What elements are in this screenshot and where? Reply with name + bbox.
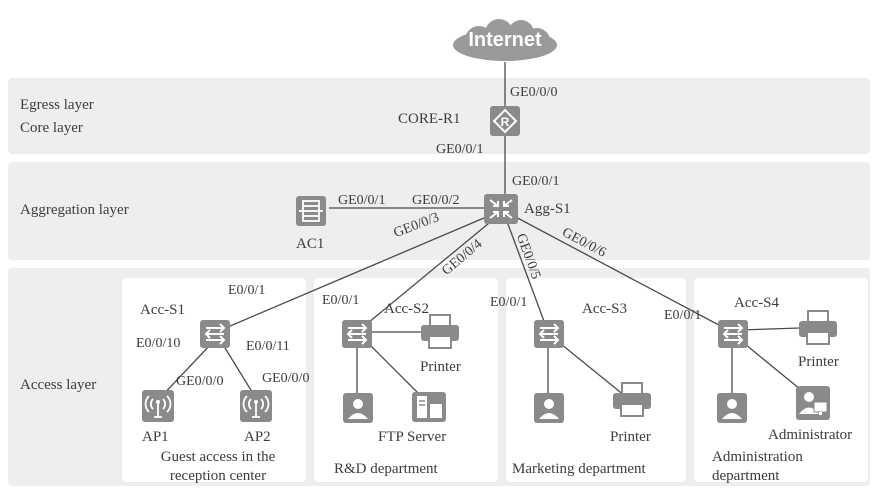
acc-s4-label: Acc-S4 — [734, 295, 779, 311]
rd-pc[interactable] — [343, 393, 373, 423]
admin-printer[interactable] — [798, 310, 838, 346]
s1-up-port-label: E0/0/1 — [228, 283, 266, 298]
marketing-department-box — [506, 278, 686, 482]
ap2-label: AP2 — [244, 429, 271, 445]
admin-printer-label: Printer — [798, 354, 839, 370]
administrator-pc[interactable] — [796, 386, 830, 420]
s2-up-port-label: E0/0/1 — [322, 293, 360, 308]
admin-department-label: Administration department — [712, 449, 803, 484]
rd-department-label: R&D department — [334, 461, 438, 477]
ap1-label: AP1 — [142, 429, 169, 445]
internet-label: Internet — [468, 29, 542, 51]
switch-icon — [718, 320, 748, 348]
link-agg-s1 — [215, 211, 499, 333]
link-agg-s2 — [356, 213, 501, 333]
user-pc-icon — [534, 393, 564, 423]
acc-s3-label: Acc-S3 — [582, 301, 627, 317]
switch-icon — [342, 320, 372, 348]
wireless-ap-icon — [240, 390, 272, 422]
egress-core-layer-band — [8, 78, 870, 154]
ftp-server[interactable] — [412, 392, 446, 422]
administrator-icon — [796, 386, 830, 420]
acc-s3-switch[interactable] — [534, 320, 564, 348]
server-icon — [412, 392, 446, 422]
switch-icon — [534, 320, 564, 348]
ftp-server-label: FTP Server — [378, 429, 447, 445]
link-agg-s3 — [504, 215, 549, 333]
svg-text:R: R — [501, 115, 510, 129]
user-pc-icon — [343, 393, 373, 423]
printer-icon — [613, 382, 651, 417]
ap1-port-label: GE0/0/0 — [176, 374, 224, 389]
aggregation-layer-band — [8, 162, 870, 260]
administrator-label: Administrator — [768, 427, 853, 443]
acc-s2-switch[interactable] — [342, 320, 372, 348]
core-r1-label: CORE-R1 — [398, 111, 461, 127]
switch-icon — [200, 320, 230, 348]
ap2-device[interactable] — [240, 390, 272, 422]
guest-department-box — [122, 278, 306, 482]
user-pc-icon — [717, 393, 747, 423]
aggregation-layer-label: Aggregation layer — [20, 202, 129, 218]
s4-up-port-label: E0/0/1 — [664, 308, 702, 323]
access-controller-icon — [296, 196, 326, 226]
agg-ac1-port-label: GE0/0/2 — [412, 193, 460, 208]
ac1-controller[interactable] — [296, 196, 326, 226]
ac1-label: AC1 — [296, 236, 325, 252]
cloud-icon — [453, 19, 557, 61]
ap1-device[interactable] — [142, 390, 174, 422]
marketing-printer[interactable] — [612, 382, 652, 418]
rd-printer[interactable] — [420, 314, 460, 350]
acc-s1-label: Acc-S1 — [140, 302, 185, 318]
admin-department-box — [694, 278, 868, 482]
rd-printer-label: Printer — [420, 359, 461, 375]
router-icon: R — [490, 106, 520, 136]
link-s4-printer — [739, 327, 801, 331]
s3-up-port-label: E0/0/1 — [490, 295, 528, 310]
core-layer-label: Core layer — [20, 120, 83, 136]
link-agg-s4 — [509, 213, 733, 333]
core-up-port-label: GE0/0/0 — [510, 85, 558, 100]
core-switch-icon — [484, 194, 518, 224]
marketing-department-label: Marketing department — [512, 461, 646, 477]
s1-ap2-port-label: E0/0/11 — [246, 339, 290, 354]
core-router[interactable]: R — [490, 106, 520, 136]
marketing-printer-label: Printer — [610, 429, 651, 445]
access-layer-label: Access layer — [20, 377, 97, 393]
link-s3-printer — [555, 339, 626, 397]
agg-s1-label: Agg-S1 — [524, 201, 571, 217]
acc-s4-switch[interactable] — [718, 320, 748, 348]
ap2-port-label: GE0/0/0 — [262, 371, 310, 386]
egress-layer-label: Egress layer — [20, 97, 94, 113]
internet-cloud: Internet — [449, 18, 561, 64]
admin-pc[interactable] — [717, 393, 747, 423]
printer-icon — [421, 314, 459, 349]
s1-ap1-port-label: E0/0/10 — [136, 336, 181, 351]
marketing-pc[interactable] — [534, 393, 564, 423]
ac1-port-label: GE0/0/1 — [338, 193, 386, 208]
link-s2-ftp — [364, 339, 424, 399]
printer-icon — [799, 310, 837, 345]
guest-department-label: Guest access in the reception center — [160, 449, 276, 484]
link-s4-admin — [739, 339, 807, 395]
wireless-ap-icon — [142, 390, 174, 422]
agg-up-port-label: GE0/0/1 — [512, 174, 560, 189]
agg-switch[interactable] — [484, 194, 518, 224]
acc-s1-switch[interactable] — [200, 320, 230, 348]
rd-department-box — [314, 278, 498, 482]
acc-s2-label: Acc-S2 — [384, 301, 429, 317]
core-down-port-label: GE0/0/1 — [436, 142, 484, 157]
